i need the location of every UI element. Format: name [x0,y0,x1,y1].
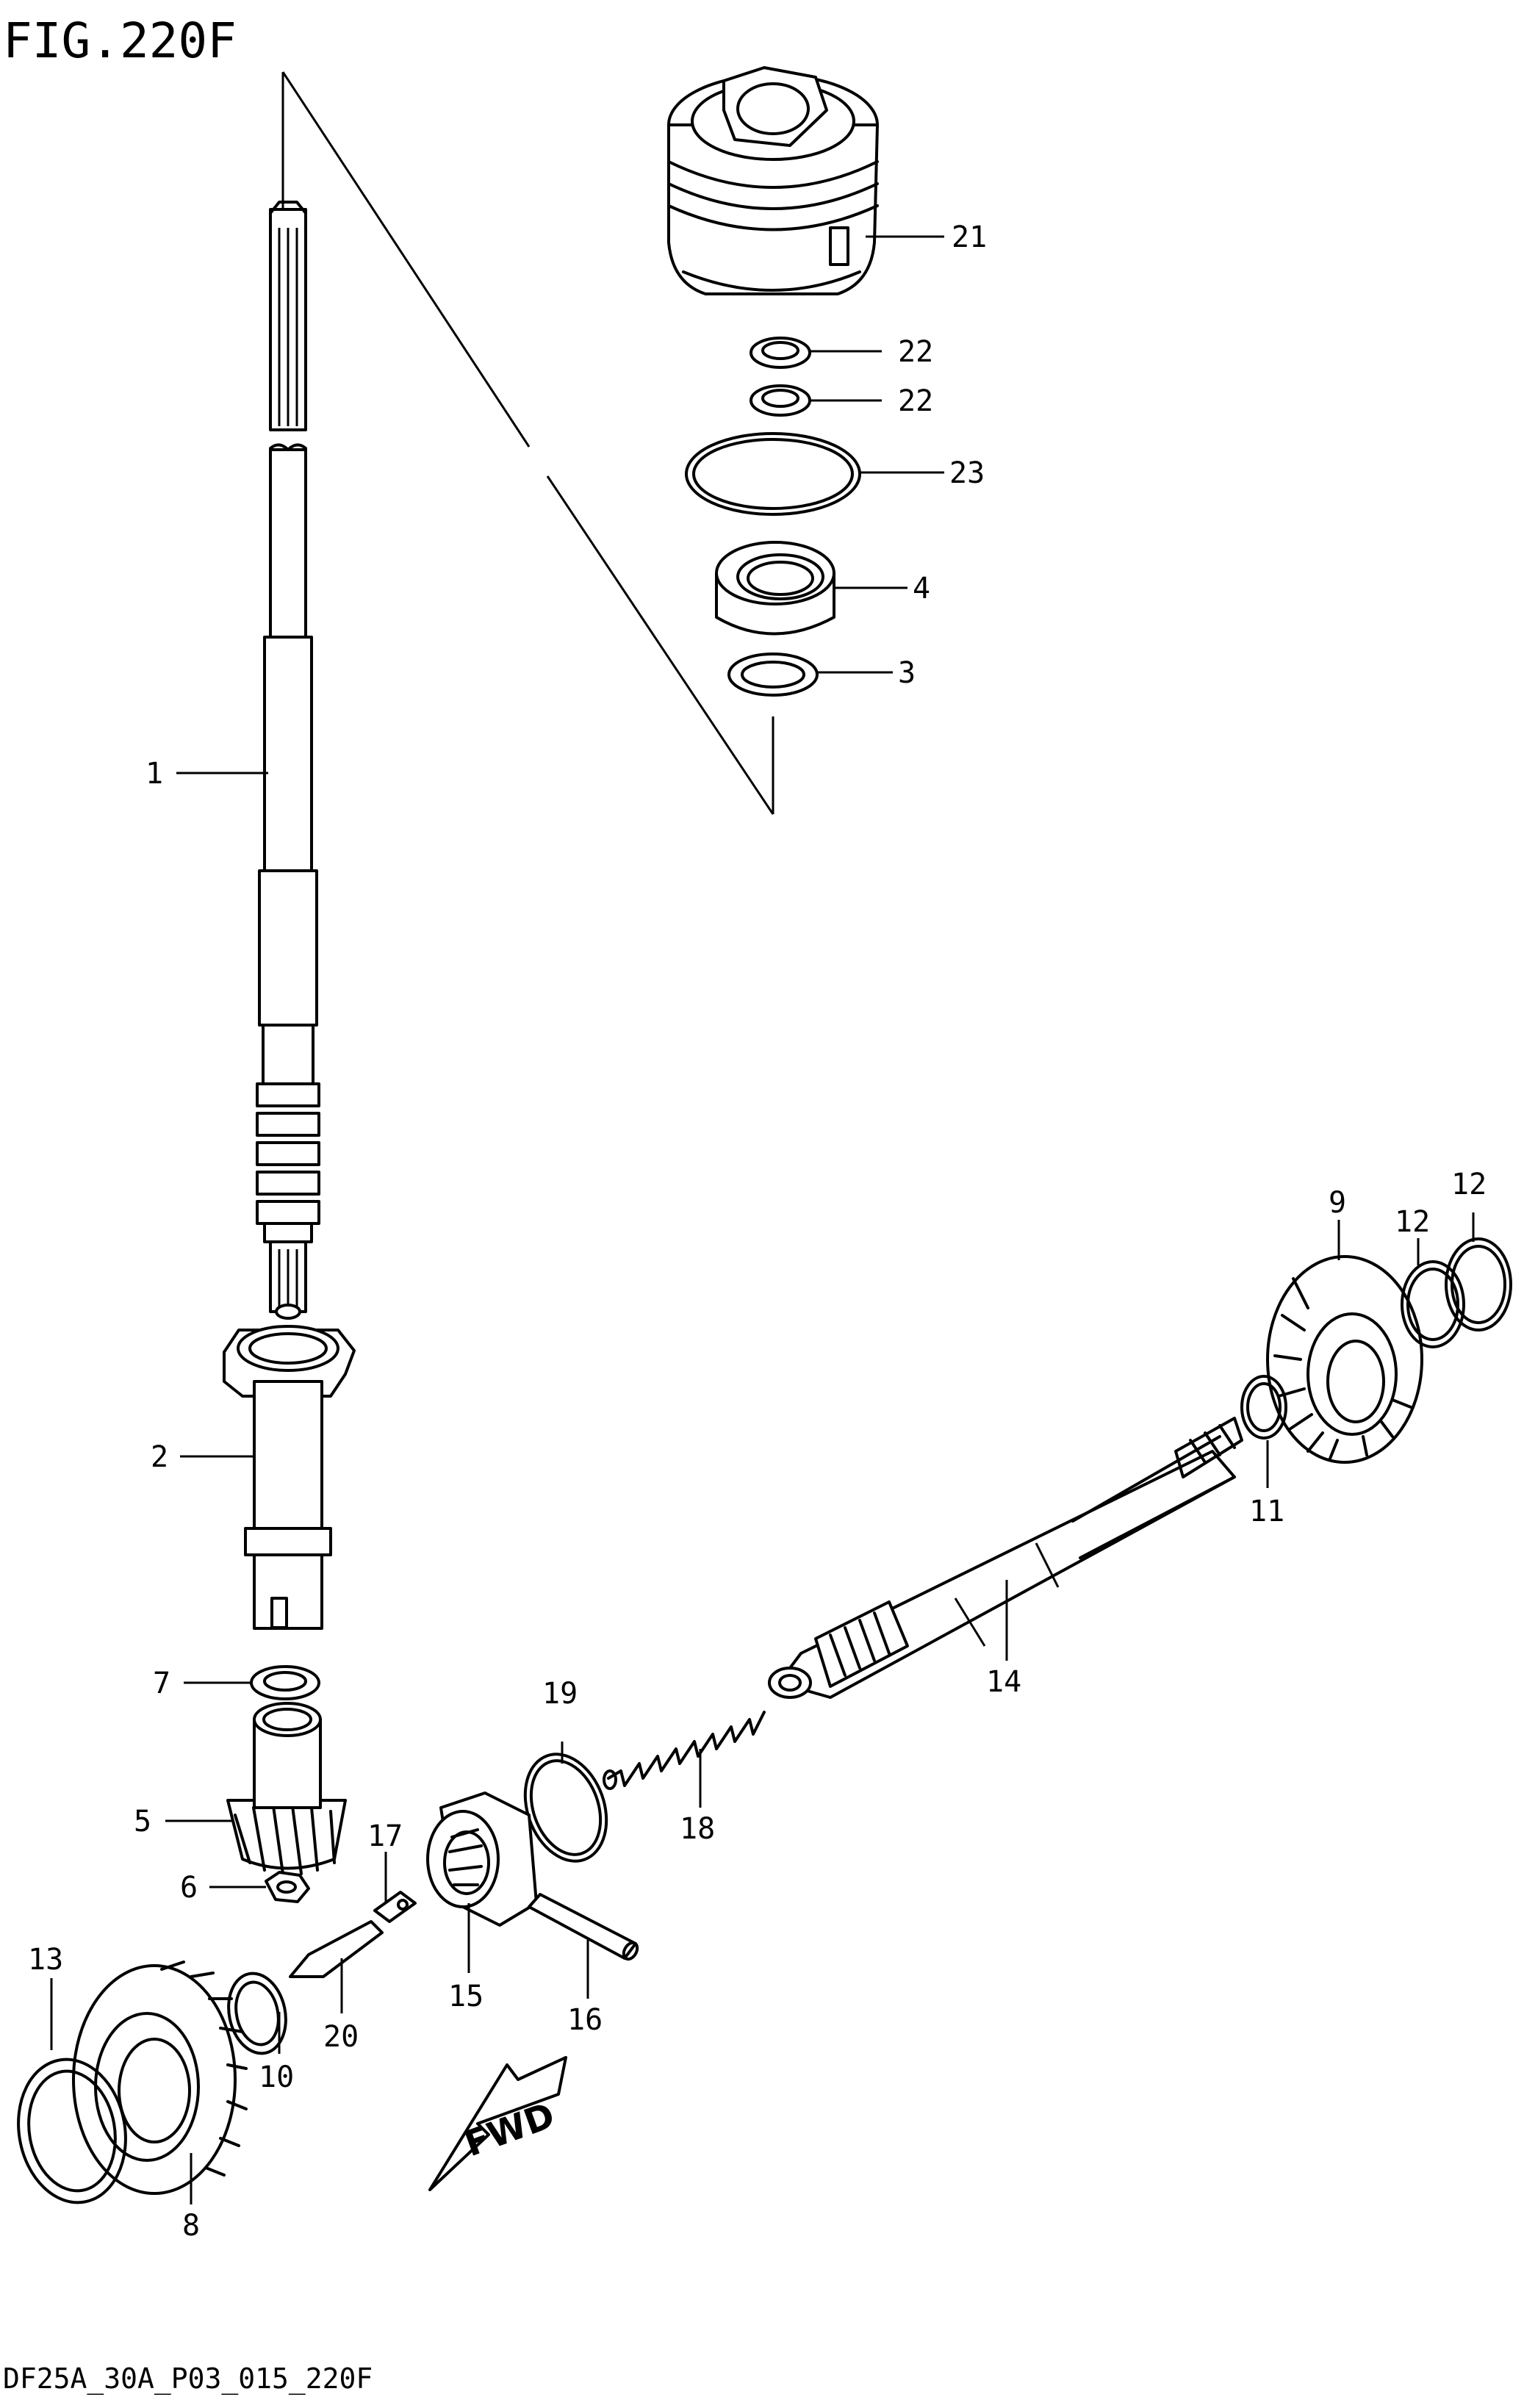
label-13: 13 [28,1943,63,1977]
part-3-snap-ring [727,653,819,697]
part-15-clutch [426,1791,538,1927]
part-6-nut [265,1871,310,1903]
part-11-shim [1240,1375,1287,1440]
part-21-cap [667,66,879,295]
label-12-outer: 12 [1451,1168,1487,1201]
part-22-seal-lower [750,384,811,417]
leader-lines [50,235,1475,2204]
figure-title: FIG.220F [3,12,237,69]
part-20-plunger [289,1920,384,1978]
label-22-lower: 22 [898,384,933,418]
part-10-shim [227,1972,287,2055]
figure-footer: DF25A_30A_P03_015_220F [3,2362,373,2396]
part-23-o-ring [685,432,861,516]
part-22-seal-upper [750,337,811,369]
part-7-washer [250,1665,320,1700]
label-4: 4 [913,572,930,605]
label-10: 10 [259,2060,294,2094]
label-2: 2 [151,1440,168,1474]
label-20: 20 [323,2020,359,2054]
detail-callout-lines [281,71,774,815]
label-9: 9 [1329,1186,1346,1220]
label-22-upper: 22 [898,335,933,369]
part-4-bearing [715,541,835,636]
part-2-guide-tube [223,1325,356,1630]
part-16-pin [528,1893,639,1961]
part-labels: 21 22 22 23 4 3 1 2 7 5 6 13 8 10 20 17 … [28,220,1487,2243]
part-1-drive-shaft [256,201,320,1320]
label-1: 1 [145,757,163,791]
label-19: 19 [542,1677,578,1711]
label-18: 18 [680,1812,715,1846]
label-8: 8 [182,2209,200,2243]
part-5-pinion [226,1702,347,1875]
label-16: 16 [567,2003,603,2037]
label-5: 5 [134,1805,151,1839]
part-8-reverse-gear [72,1960,248,2195]
label-15: 15 [448,1980,484,2013]
part-12-shim-outer [1445,1237,1512,1331]
fwd-arrow: FWD [428,2056,567,2191]
label-21: 21 [952,220,987,254]
part-13-thrust-washer [17,2057,127,2204]
part-17-pin [373,1891,417,1923]
part-9-forward-gear [1266,1255,1423,1464]
part-12-shim-inner [1401,1260,1465,1348]
label-6: 6 [180,1871,198,1905]
label-11: 11 [1249,1495,1284,1528]
label-7: 7 [153,1667,170,1700]
part-18-spring [603,1711,766,1790]
label-12-inner: 12 [1395,1205,1430,1239]
label-23: 23 [949,456,985,490]
part-14-propeller-shaft [768,1417,1243,1699]
label-17: 17 [367,1819,403,1853]
label-14: 14 [986,1665,1021,1699]
label-3: 3 [898,656,916,690]
